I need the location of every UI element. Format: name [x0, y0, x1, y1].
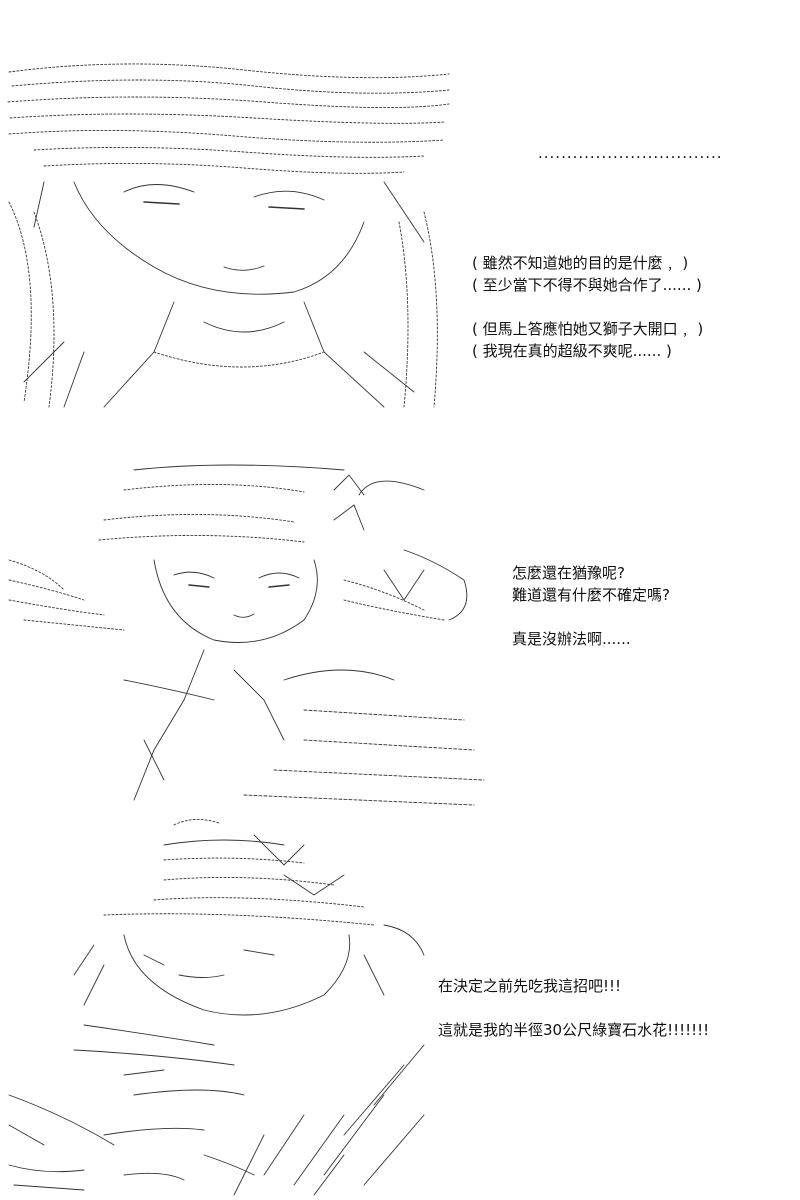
ellipsis-text: ................................: [538, 144, 723, 162]
dialogue-box-2: 怎麼還在猶豫呢? 難道還有什麼不確定嗎? 真是沒辦法啊......: [512, 562, 670, 650]
ascii-art-drawing-1: [7, 63, 450, 408]
dialogue-line: 難道還有什麼不確定嗎?: [512, 586, 670, 604]
dialogue-line: 這就是我的半徑30公尺綠寶石水花!!!!!!!: [438, 1021, 710, 1039]
dialogue-gap: [472, 296, 703, 318]
panel-2: 怎麼還在猶豫呢? 難道還有什麼不確定嗎? 真是沒辦法啊......: [0, 440, 800, 810]
ascii-art-character-2: [4, 450, 494, 810]
dialogue-box-3: 在決定之前先吃我這招吧!!! 這就是我的半徑30公尺綠寶石水花!!!!!!!: [438, 975, 709, 1041]
dialogue-line: 真是沒辦法啊......: [512, 630, 631, 648]
dialogue-line: ( 我現在真的超級不爽呢...... ): [472, 342, 672, 360]
panel-3: 在決定之前先吃我這招吧!!! 這就是我的半徑30公尺綠寶石水花!!!!!!!: [0, 815, 800, 1200]
dialogue-line: ( 雖然不知道她的目的是什麼﹐ ): [472, 254, 689, 272]
ascii-art-drawing-2: [8, 464, 485, 806]
dialogue-line: 在決定之前先吃我這招吧!!!: [438, 977, 622, 995]
ascii-art-character-3: [4, 815, 434, 1200]
dialogue-box-1: ( 雖然不知道她的目的是什麼﹐ ) ( 至少當下不得不與她合作了...... )…: [472, 252, 703, 362]
dialogue-line: 怎麼還在猶豫呢?: [512, 564, 625, 582]
ascii-art-drawing-3: [8, 819, 425, 1196]
dialogue-line: ( 至少當下不得不與她合作了...... ): [472, 276, 702, 294]
ascii-art-character-1: [4, 52, 454, 412]
panel-1: ................................ ( 雖然不知道…: [0, 40, 800, 420]
dialogue-gap: [438, 997, 709, 1019]
dialogue-line: ( 但馬上答應怕她又獅子大開口﹐ ): [472, 320, 704, 338]
dialogue-gap: [512, 606, 670, 628]
